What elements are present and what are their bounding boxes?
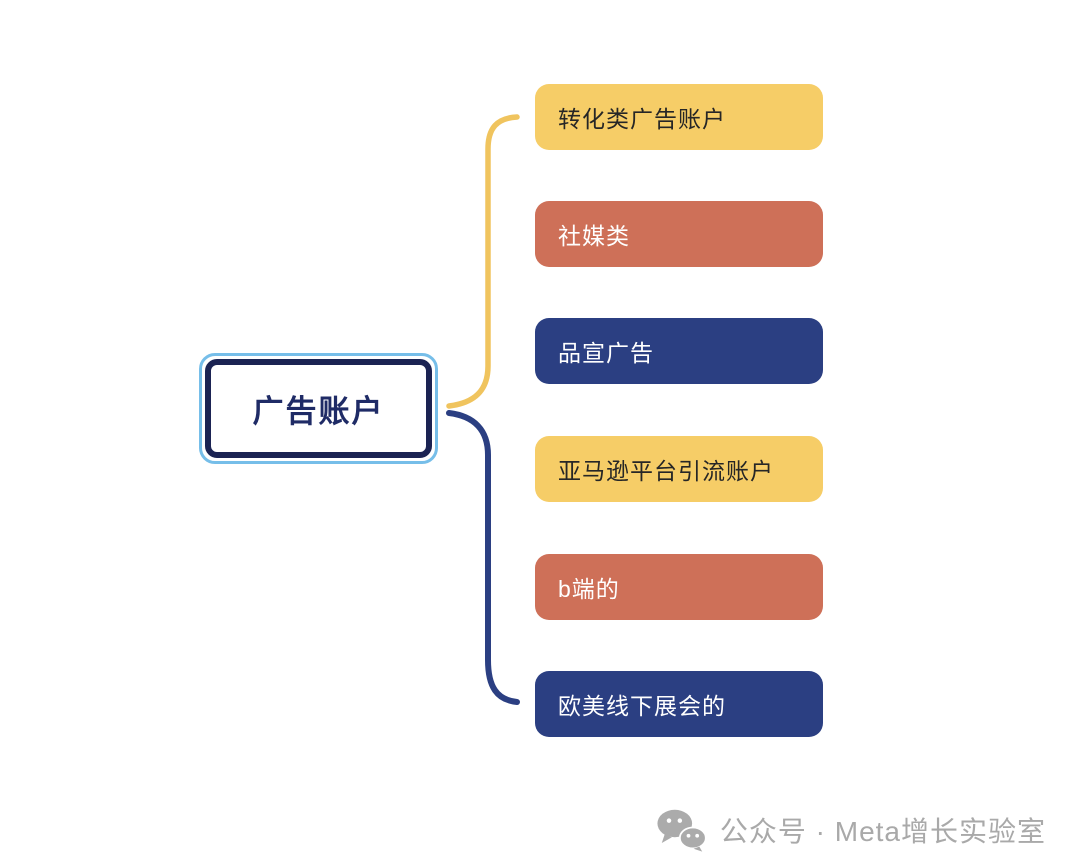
branch-node-1[interactable]: 转化类广告账户 bbox=[535, 84, 823, 150]
branch-node-label: 社媒类 bbox=[558, 223, 630, 249]
branch-node-label: b端的 bbox=[558, 576, 620, 602]
connector-bottom-curve bbox=[446, 410, 520, 705]
branch-node-label: 欧美线下展会的 bbox=[558, 693, 726, 719]
watermark: 公众号 · Meta增长实验室 bbox=[656, 808, 1046, 852]
branch-node-6[interactable]: 欧美线下展会的 bbox=[535, 671, 823, 737]
branch-node-label: 品宣广告 bbox=[558, 340, 654, 366]
branch-node-3[interactable]: 品宣广告 bbox=[535, 318, 823, 384]
branch-node-2[interactable]: 社媒类 bbox=[535, 201, 823, 267]
branch-node-label: 亚马逊平台引流账户 bbox=[558, 458, 774, 484]
branch-node-4[interactable]: 亚马逊平台引流账户 bbox=[535, 436, 823, 502]
watermark-text: 公众号 · Meta增长实验室 bbox=[719, 816, 1046, 847]
branch-node-5[interactable]: b端的 bbox=[535, 554, 823, 620]
connector-top-curve bbox=[446, 114, 520, 409]
branch-node-label: 转化类广告账户 bbox=[558, 106, 726, 132]
root-node[interactable]: 广告账户 bbox=[205, 359, 432, 458]
root-node-label: 广告账户 bbox=[252, 394, 385, 429]
wechat-icon bbox=[657, 809, 707, 852]
root-node-selection-outline: 广告账户 bbox=[199, 353, 438, 464]
